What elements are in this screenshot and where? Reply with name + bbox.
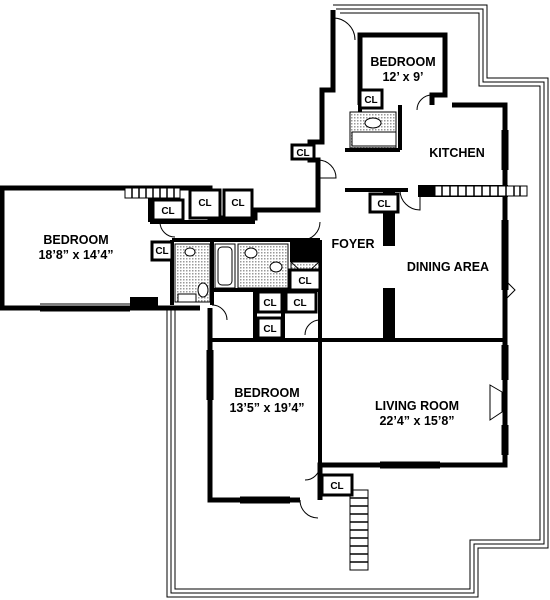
closet-label: CL <box>231 198 244 209</box>
room-size-bedroom-south: 13’5” x 19’4” <box>229 401 304 415</box>
closet-label: CL <box>161 206 174 217</box>
closet-label: CL <box>296 148 309 159</box>
closet-label: CL <box>364 95 377 106</box>
door-swings <box>159 17 516 519</box>
room-labels: BEDROOM 12’ x 9’ KITCHEN BEDROOM 18’8” x… <box>38 55 489 428</box>
closet-label: CL <box>377 199 390 210</box>
room-name-kitchen: KITCHEN <box>429 146 485 160</box>
closet-label: CL <box>263 298 276 309</box>
shelving-hatch <box>131 186 521 563</box>
closet-labels: CL CL CL CL CL CL CL CL CL CL CL CL <box>155 95 390 492</box>
closet-boxes <box>150 88 400 497</box>
room-name-bedroom-north: BEDROOM <box>370 55 435 69</box>
closet-label: CL <box>198 198 211 209</box>
closet-label: CL <box>298 276 311 287</box>
closet-label: CL <box>263 324 276 335</box>
room-name-living-room: LIVING ROOM <box>375 399 459 413</box>
closet-label: CL <box>155 246 168 257</box>
closet-label: CL <box>330 481 343 492</box>
room-size-bedroom-west: 18’8” x 14’4” <box>38 248 113 262</box>
room-size-bedroom-north: 12’ x 9’ <box>382 70 423 84</box>
window-lines <box>40 130 509 504</box>
room-name-bedroom-west: BEDROOM <box>43 233 108 247</box>
room-name-foyer: FOYER <box>331 237 374 251</box>
closet-label: CL <box>293 298 306 309</box>
room-name-bedroom-south: BEDROOM <box>234 386 299 400</box>
terrace-outline <box>166 4 549 598</box>
room-name-dining-area: DINING AREA <box>407 260 489 274</box>
room-size-living-room: 22’4” x 15’8” <box>379 414 454 428</box>
